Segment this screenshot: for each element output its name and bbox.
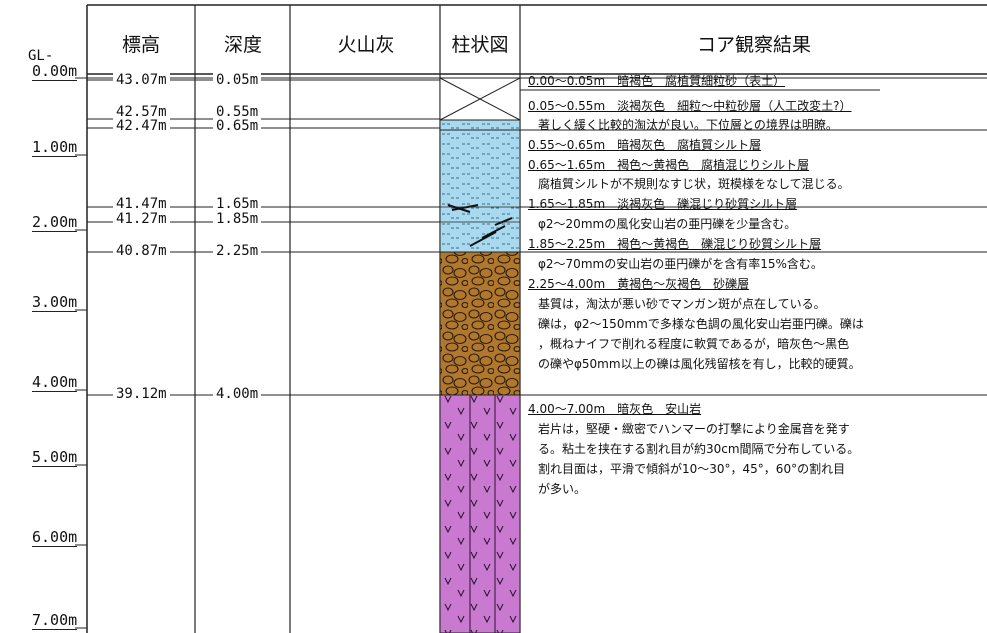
- column-fill-layer: [439, 77, 521, 121]
- depth-scale-2: 2.00m: [32, 213, 78, 232]
- gl-label: GL-: [28, 48, 54, 64]
- observation-detail: 腐植質シルトが不規則なすじ状，斑模様をなして混じる。: [538, 177, 850, 191]
- observation-layer-title: 0.00～0.05m 暗褐色 腐植質細粒砂（表土）: [528, 74, 786, 88]
- column-andesite-layer: [439, 394, 521, 633]
- depth-scale-1: 1.00m: [32, 138, 78, 157]
- depth-value: 1.85m: [213, 211, 262, 227]
- elevation-value: 41.47m: [113, 196, 170, 212]
- depth-scale-3: 3.00m: [32, 293, 78, 312]
- observation-layer-title: 0.05～0.55m 淡褐灰色 細粒～中粒砂層（人工改変土?）: [528, 99, 852, 113]
- observation-detail: 岩片は，堅硬・緻密でハンマーの打撃により金属音を発す: [538, 422, 850, 436]
- column-gravel-layer: [439, 251, 521, 396]
- observation-layer-title: 0.55～0.65m 暗褐灰色 腐植質シルト層: [528, 138, 762, 152]
- header-elevation: 標高: [121, 33, 160, 56]
- observation-detail: の礫やφ50mm以上の礫は風化残留核を有し，比較的硬質。: [538, 357, 861, 371]
- elevation-value: 39.12m: [113, 386, 170, 402]
- observation-detail: 著しく緩く比較的淘汰が良い。下位層との境界は明瞭。: [538, 118, 838, 132]
- observation-detail: 礫は，φ2～150mmで多様な色調の風化安山岩亜円礫。礫は: [538, 317, 864, 331]
- observation-layer-title: 1.65～1.85m 淡褐灰色 礫混じり砂質シルト層: [528, 197, 798, 211]
- elevation-value: 42.57m: [113, 104, 170, 120]
- header-results: コア観察結果: [696, 33, 811, 56]
- depth-scale-6: 6.00m: [32, 528, 78, 547]
- elevation-value: 41.27m: [113, 211, 170, 227]
- depth-value: 2.25m: [213, 243, 262, 259]
- observation-layer-title: 4.00～7.00m 暗灰色 安山岩: [528, 402, 702, 416]
- header-ash: 火山灰: [337, 33, 395, 56]
- depth-scale-7: 7.00m: [32, 611, 78, 630]
- depth-scale-5: 5.00m: [32, 448, 78, 467]
- observation-detail: 割れ目面は，平滑で傾斜が10～30°，45°，60°の割れ目: [538, 462, 846, 476]
- observation-detail: る。粘土を挟在する割れ目が約30cm間隔で分布している。: [538, 442, 860, 456]
- depth-value: 4.00m: [213, 386, 262, 402]
- depth-value: 1.65m: [213, 196, 262, 212]
- observation-layer-title: 0.65～1.65m 褐色～黄褐色 腐植混じりシルト層: [528, 158, 810, 172]
- observation-detail: φ2～20mmの風化安山岩の亜円礫を少量含む。: [538, 217, 797, 231]
- column-silt-layer: [439, 119, 521, 253]
- observation-detail: が多い。: [538, 482, 587, 496]
- header-column: 柱状図: [451, 33, 509, 56]
- elevation-value: 43.07m: [113, 72, 170, 88]
- depth-value: 0.65m: [213, 118, 262, 134]
- depth-scale-0: 0.00m: [32, 62, 78, 81]
- observation-detail: φ2～70mmの安山岩の亜円礫がを含有率15%含む。: [538, 257, 823, 271]
- elevation-value: 40.87m: [113, 243, 170, 259]
- elevation-value: 42.47m: [113, 118, 170, 134]
- observation-detail: ，概ねナイフで削れる程度に軟質であるが，暗灰色～黒色: [538, 337, 850, 351]
- observation-layer-title: 1.85～2.25m 褐色～黄褐色 礫混じり砂質シルト層: [528, 237, 822, 251]
- observation-detail: 基質は，淘汰が悪い砂でマンガン斑が点在している。: [538, 297, 826, 311]
- observation-layer-title: 2.25～4.00m 黄褐色～灰褐色 砂礫層: [528, 277, 750, 291]
- depth-value: 0.05m: [213, 72, 262, 88]
- depth-value: 0.55m: [213, 104, 262, 120]
- depth-scale-4: 4.00m: [32, 373, 78, 392]
- header-depth: 深度: [223, 33, 262, 56]
